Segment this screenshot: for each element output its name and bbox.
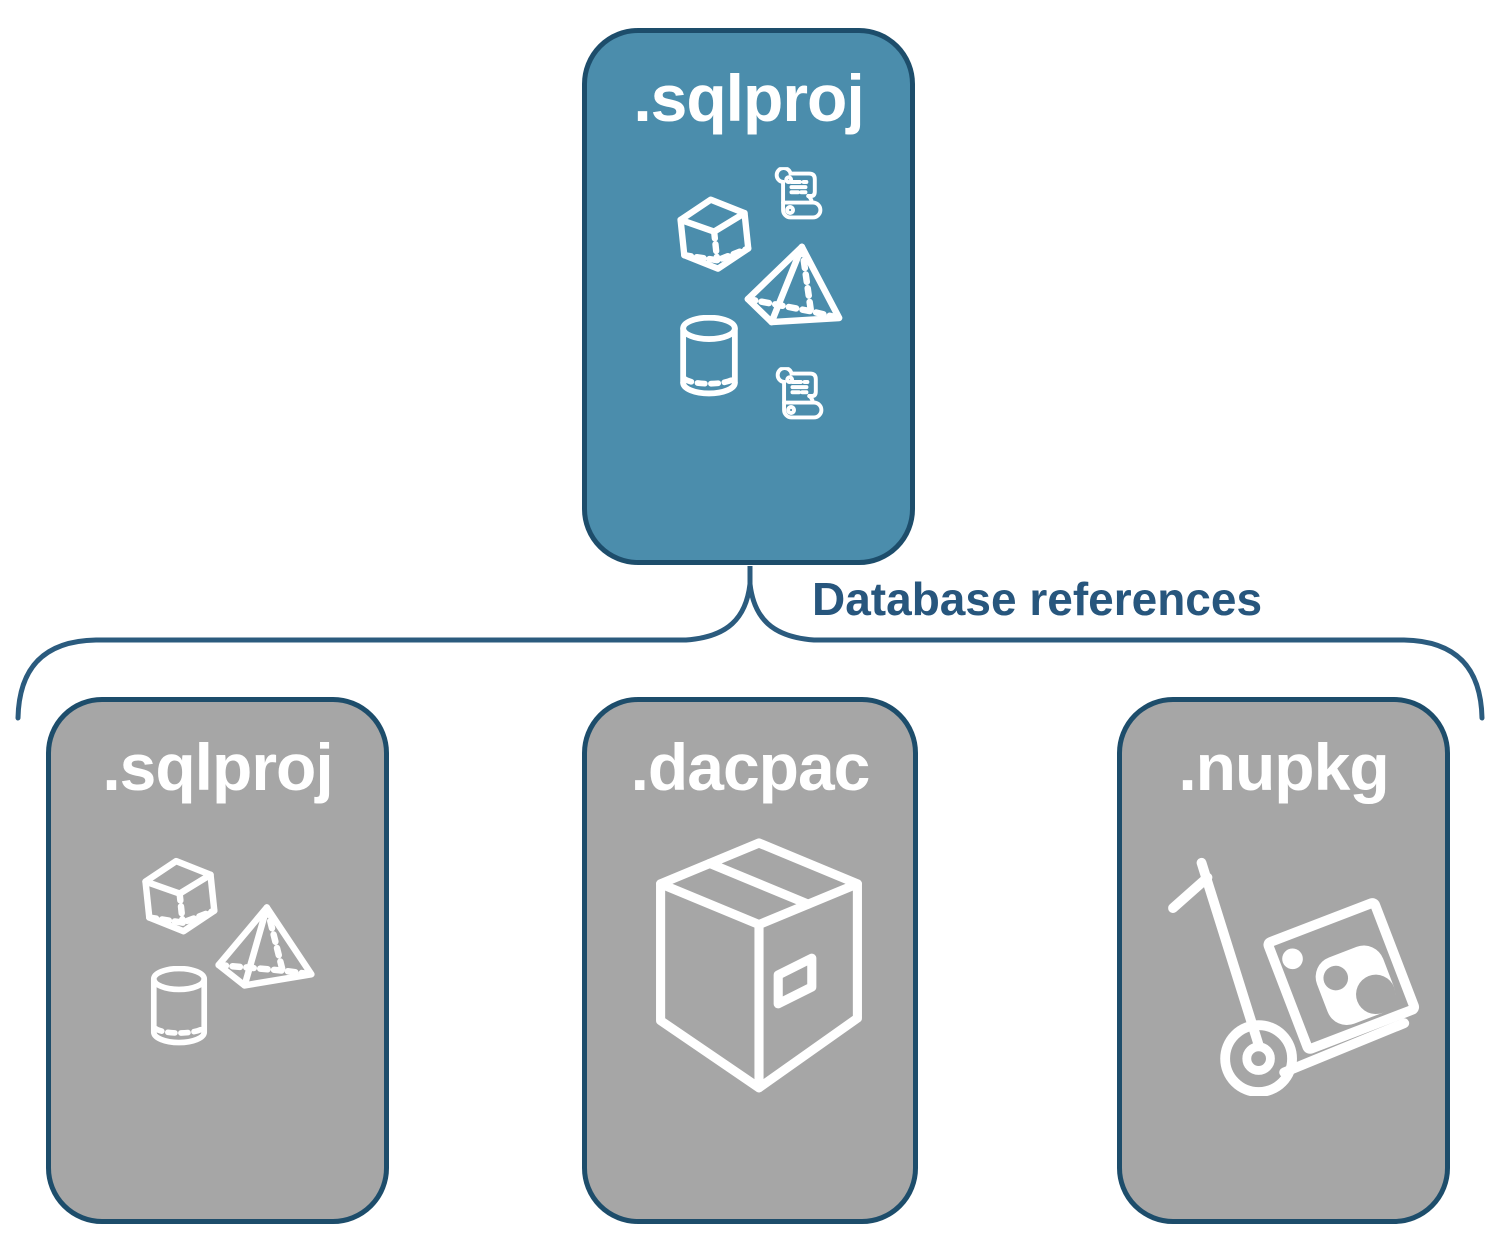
child-card-title: .sqlproj [102,730,333,804]
cylinder-icon [676,315,742,397]
child-card-nupkg: .nupkg [1117,697,1450,1224]
root-card-sqlproj: .sqlproj [582,28,915,565]
pyramid-icon [214,900,316,992]
scroll-icon [770,167,826,225]
hand-truck-icon [1168,850,1424,1096]
child-card-sqlproj: .sqlproj [46,697,389,1224]
package-box-icon [639,828,879,1098]
child-card-title: .dacpac [630,730,871,804]
root-card-title: .sqlproj [633,61,864,135]
scroll-icon [771,367,827,425]
pyramid-icon [740,234,851,336]
cylinder-icon [146,966,212,1046]
connector-label: Database references [812,573,1263,625]
child-card-dacpac: .dacpac [582,697,918,1224]
child-card-title: .nupkg [1178,730,1389,804]
